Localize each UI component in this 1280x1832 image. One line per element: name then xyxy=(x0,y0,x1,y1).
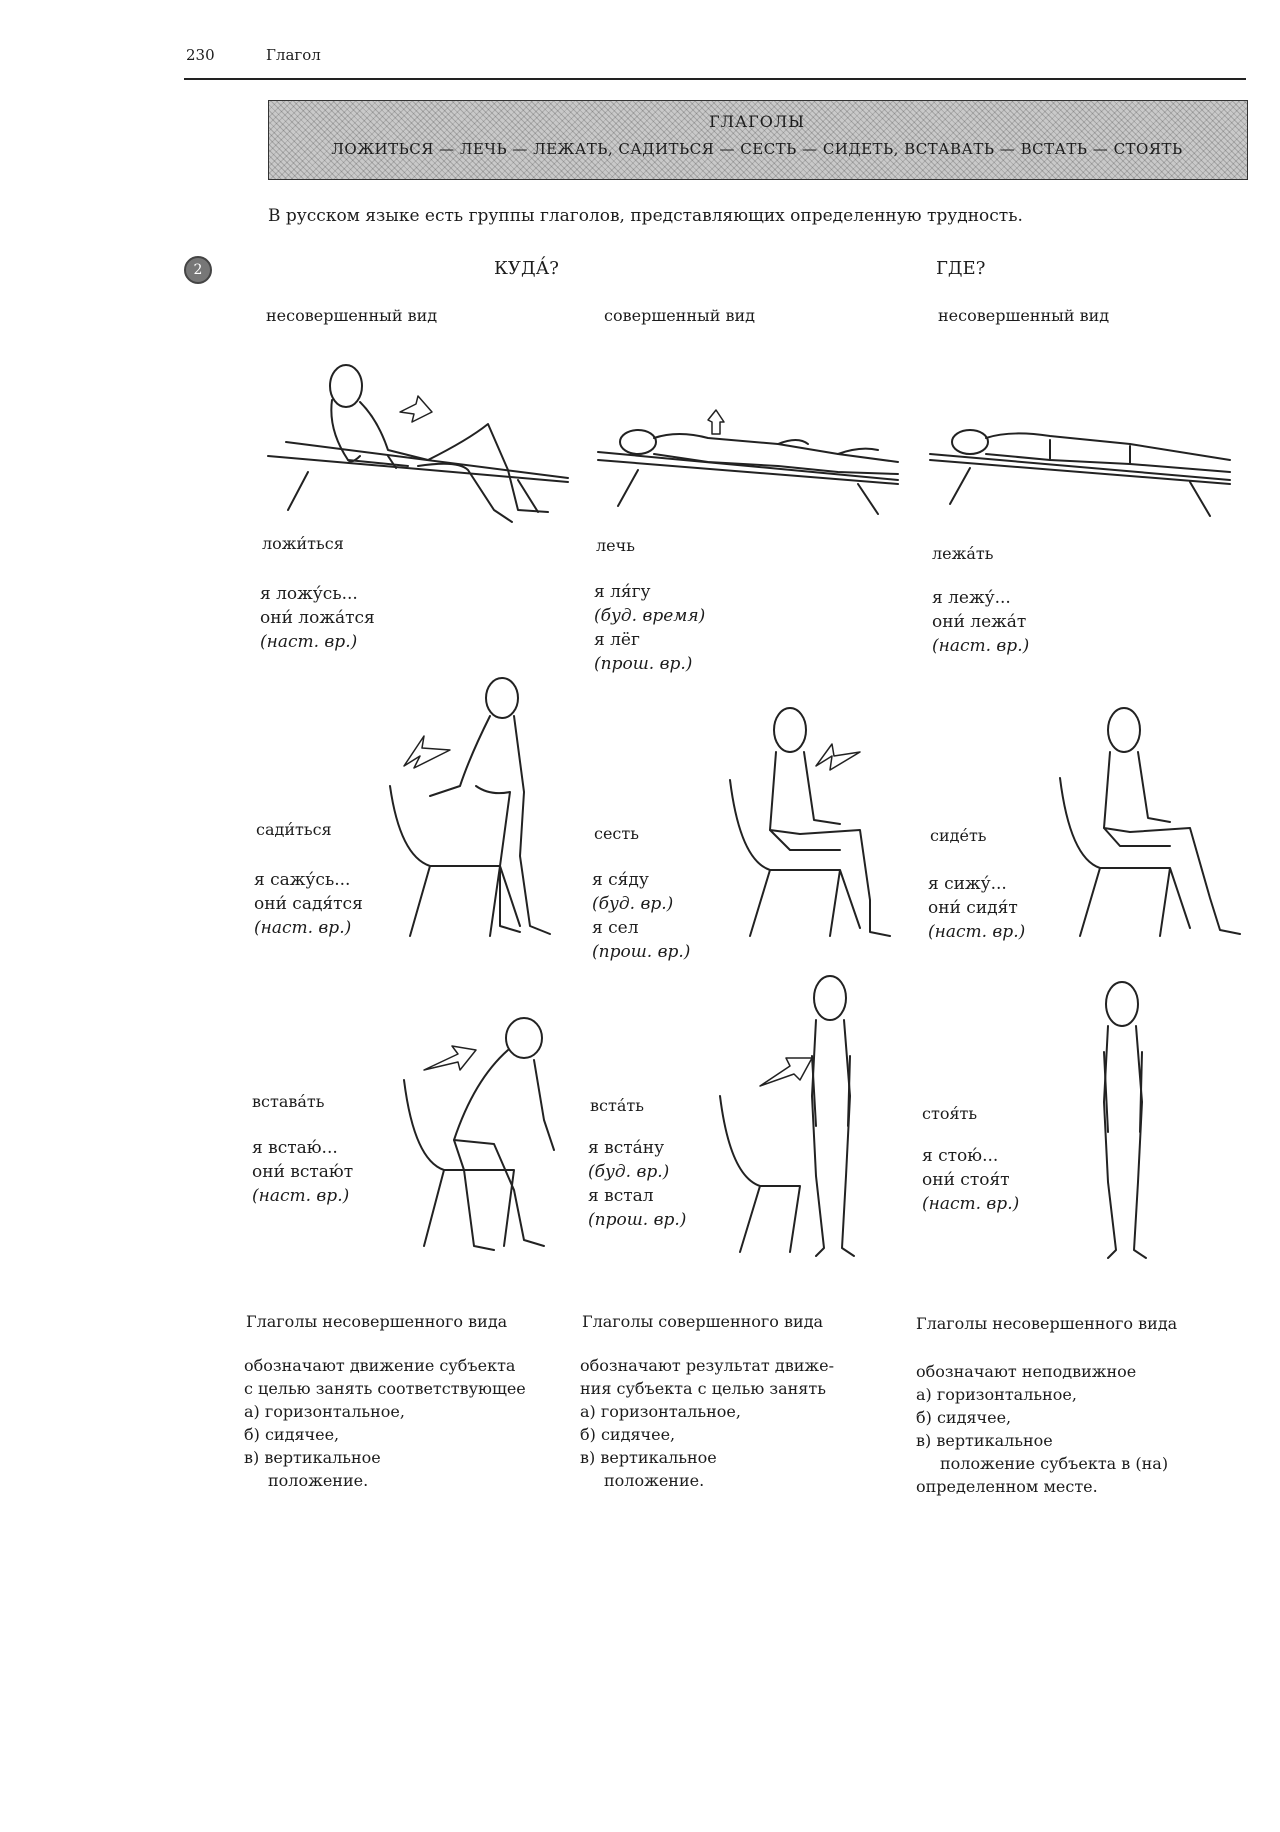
verb-form-line: (прош. вр.) xyxy=(594,654,693,674)
footer-line: а) горизонтальное, xyxy=(244,1402,405,1421)
footer-line: в) вертикальное xyxy=(244,1448,381,1467)
verb-form-line: я вста́ну xyxy=(588,1138,665,1158)
footer-line: в) вертикальное xyxy=(916,1431,1053,1450)
forms-lie-down-perfective: я ля́гу (буд. время) я лёг (прош. вр.) xyxy=(594,580,705,676)
verb-form-line: я встаю́... xyxy=(252,1138,338,1158)
verb-form-line: (наст. вр.) xyxy=(928,922,1026,942)
forms-sit-down-perfective: я ся́ду (буд. вр.) я сел (прош. вр.) xyxy=(592,868,690,964)
footer-line: обозначают движение субъекта xyxy=(244,1356,516,1375)
sitting-figure-icon xyxy=(1059,707,1241,937)
sitting-down-figure-icon xyxy=(389,677,551,937)
verb-form-line: я лежу́... xyxy=(932,588,1011,608)
footer-line: положение субъекта в (на) xyxy=(940,1454,1169,1473)
verb-form-line: (наст. вр.) xyxy=(254,918,352,938)
forms-stand-up-imperfective: я встаю́... они́ встаю́т (наст. вр.) xyxy=(252,1136,353,1208)
footer-text-perfective: обозначают результат движе-ния субъекта … xyxy=(580,1354,834,1492)
lying-figure-icon xyxy=(929,429,1231,517)
intro-text: В русском языке есть группы глаголов, пр… xyxy=(268,206,1023,226)
forms-lie-down-imperfective: я ложу́сь... они́ ложа́тся (наст. вр.) xyxy=(260,582,375,654)
footer-line: б) сидячее, xyxy=(244,1425,340,1444)
verb-form-line: я встал xyxy=(588,1186,654,1206)
verb-form-line: я лёг xyxy=(594,630,640,650)
running-title: Глагол xyxy=(266,46,321,64)
forms-sit: я сижу́... они́ сидя́т (наст. вр.) xyxy=(928,872,1025,944)
footer-line: б) сидячее, xyxy=(916,1408,1012,1427)
verb-form-line: они́ стоя́т xyxy=(922,1170,1010,1190)
column-heading-perfective: совершенный вид xyxy=(604,306,755,325)
verb-form-line: (прош. вр.) xyxy=(588,1210,687,1230)
verb-form-line: я ля́гу xyxy=(594,582,651,602)
verb-form-line: (прош. вр.) xyxy=(592,942,691,962)
verb-form-line: я сижу́... xyxy=(928,874,1007,894)
verb-form-line: я сел xyxy=(592,918,639,938)
footer-line: б) сидячее, xyxy=(580,1425,676,1444)
verb-lie: лежа́ть xyxy=(932,544,994,563)
verb-form-line: я ся́ду xyxy=(592,870,649,890)
verb-sit-down-imperfective: сади́ться xyxy=(256,820,332,839)
footer-line: положение. xyxy=(268,1471,369,1490)
verb-stand-up-imperfective: встава́ть xyxy=(252,1092,325,1111)
verb-form-line: они́ сидя́т xyxy=(928,898,1018,918)
verb-form-line: они́ садя́тся xyxy=(254,894,363,914)
column-heading-imperfective-static: несовершенный вид xyxy=(938,306,1110,325)
verb-form-line: они́ ложа́тся xyxy=(260,608,375,628)
lying-down-figure-icon xyxy=(267,364,569,523)
banner-verbs: ЛОЖИТЬСЯ — ЛЕЧЬ — ЛЕЖАТЬ, САДИТЬСЯ — СЕС… xyxy=(331,140,1183,158)
verb-form-line: (наст. вр.) xyxy=(252,1186,350,1206)
verb-form-line: я сажу́сь... xyxy=(254,870,351,890)
sat-down-figure-icon xyxy=(729,707,891,937)
verb-sit-down-perfective: сесть xyxy=(594,824,639,843)
footer-text-imperfective: обозначают движение субъекта с целью заня… xyxy=(244,1354,526,1492)
column-heading-imperfective: несовершенный вид xyxy=(266,306,438,325)
verb-stand-up-perfective: вста́ть xyxy=(590,1096,644,1115)
verb-form-line: они́ лежа́т xyxy=(932,612,1027,632)
verb-form-line: (буд. вр.) xyxy=(592,894,674,914)
forms-lie: я лежу́... они́ лежа́т (наст. вр.) xyxy=(932,586,1029,658)
verb-stand: стоя́ть xyxy=(922,1104,978,1123)
footer-heading-static: Глаголы несовершенного вида xyxy=(916,1314,1178,1333)
question-where: ГДЕ? xyxy=(936,258,986,279)
lay-down-figure-icon xyxy=(597,409,899,515)
question-where-to: КУДА́? xyxy=(494,258,559,279)
forms-sit-down-imperfective: я сажу́сь... они́ садя́тся (наст. вр.) xyxy=(254,868,363,940)
footer-line: обозначают неподвижное xyxy=(916,1362,1137,1381)
verb-form-line: (буд. вр.) xyxy=(588,1162,670,1182)
verb-form-line: (буд. время) xyxy=(594,606,706,626)
verb-form-line: они́ встаю́т xyxy=(252,1162,354,1182)
verb-form-line: я ложу́сь... xyxy=(260,584,358,604)
verb-lie-down-perfective: лечь xyxy=(596,536,635,555)
footer-heading-perfective: Глаголы совершенного вида xyxy=(582,1312,824,1331)
forms-stand: я стою́... они́ стоя́т (наст. вр.) xyxy=(922,1144,1019,1216)
footer-line: а) горизонтальное, xyxy=(580,1402,741,1421)
section-badge-icon: 2 xyxy=(184,256,212,284)
footer-line: с целью занять соответствующее xyxy=(244,1379,526,1398)
page-number: 230 xyxy=(186,46,215,64)
banner-title: ГЛАГОЛЫ xyxy=(709,112,805,131)
title-banner xyxy=(268,100,1248,180)
stood-up-figure-icon xyxy=(719,975,855,1257)
footer-heading-imperfective: Глаголы несовершенного вида xyxy=(246,1312,508,1331)
footer-line: положение. xyxy=(604,1471,705,1490)
standing-figure-icon xyxy=(1103,981,1147,1259)
footer-text-static: обозначают неподвижное а) горизонтальное,… xyxy=(916,1360,1168,1498)
verb-form-line: (наст. вр.) xyxy=(932,636,1030,656)
verb-form-line: я стою́... xyxy=(922,1146,999,1166)
verb-lie-down-imperfective: ложи́ться xyxy=(262,534,344,553)
forms-stand-up-perfective: я вста́ну (буд. вр.) я встал (прош. вр.) xyxy=(588,1136,686,1232)
standing-up-figure-icon xyxy=(403,1017,555,1251)
verb-sit: сиде́ть xyxy=(930,826,987,845)
footer-line: а) горизонтальное, xyxy=(916,1385,1077,1404)
verb-form-line: (наст. вр.) xyxy=(922,1194,1020,1214)
footer-line: ния субъекта с целью занять xyxy=(580,1379,826,1398)
footer-line: в) вертикальное xyxy=(580,1448,717,1467)
footer-line: определенном месте. xyxy=(916,1477,1098,1496)
header-rule xyxy=(184,78,1246,80)
footer-line: обозначают результат движе- xyxy=(580,1356,834,1375)
verb-form-line: (наст. вр.) xyxy=(260,632,358,652)
